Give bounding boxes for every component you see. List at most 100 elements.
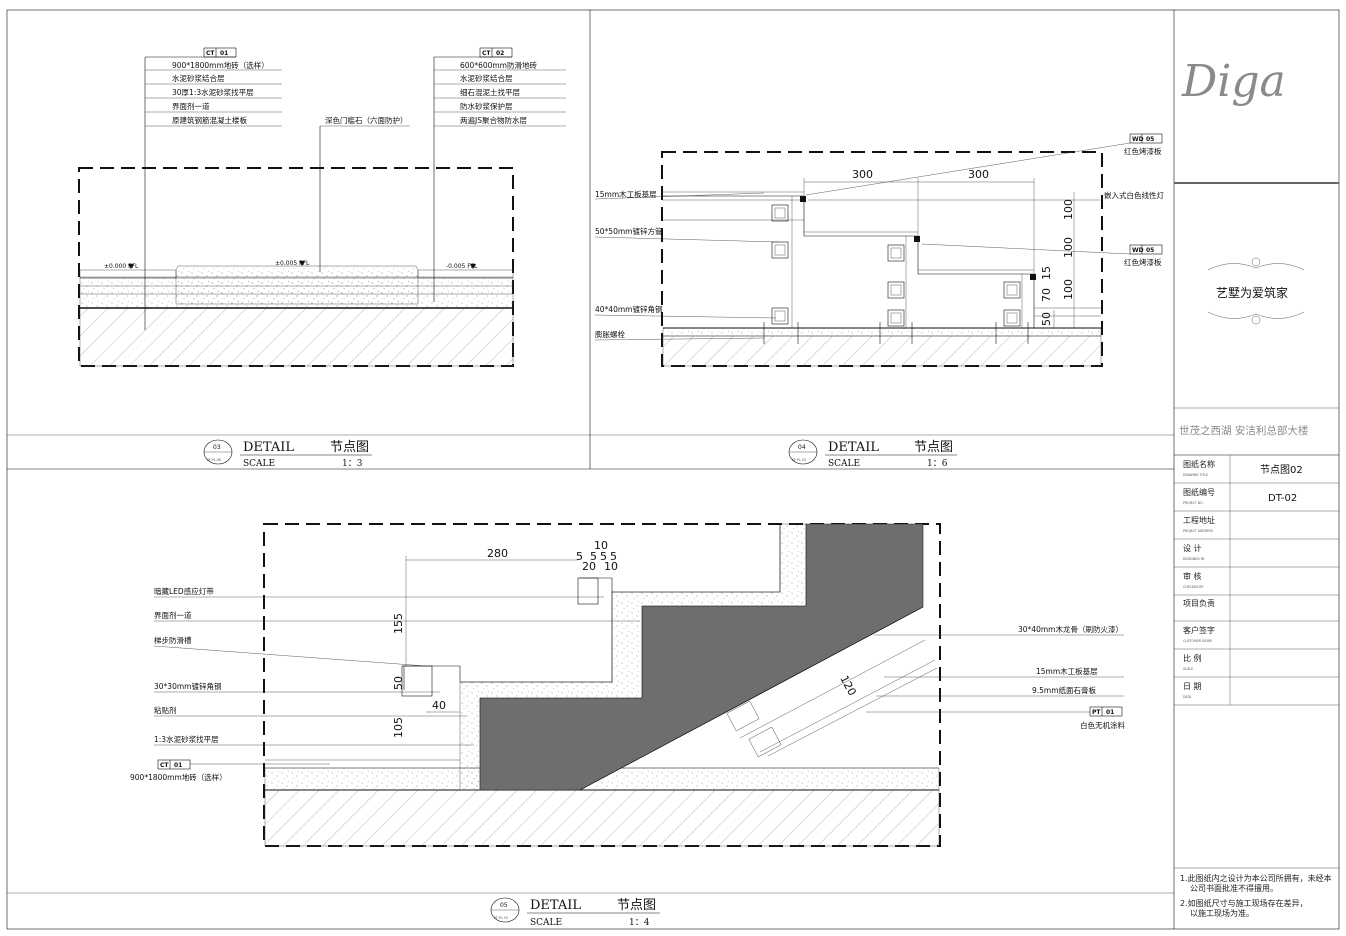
- material-tag-num: 02: [496, 50, 504, 57]
- row-sub: DRAWING TITLE: [1183, 473, 1208, 477]
- detail-cn: 节点图: [914, 440, 953, 455]
- material-tag: CT: [206, 50, 215, 57]
- row-label: 项目负责: [1183, 598, 1215, 608]
- material-tag: PT 01 白色无机涂料: [866, 706, 1125, 730]
- detail-title: 03 6F-PL-06 DETAIL 节点图 SCALE 1：3: [203, 439, 372, 469]
- callout-stack-left: CT 01 900*1800mm地砖（选样） 水泥砂浆结合层 30厚1:3水泥砂…: [144, 47, 282, 330]
- row-label: 客户签字: [1183, 625, 1215, 635]
- layer-label: 30厚1:3水泥砂浆找平层: [172, 87, 254, 97]
- row-sub: SCALE: [1183, 667, 1193, 671]
- dimension: 5: [600, 550, 607, 563]
- note: 以施工现场为准。: [1190, 908, 1254, 918]
- callout-label: 50*50mm镀锌方管: [595, 226, 663, 236]
- title-block: Diga 艺墅为爱筑家 世茂之西湖 安洁利总部大楼 图纸名称 DRAWING T…: [1174, 56, 1339, 918]
- project-name: 世茂之西湖 安洁利总部大楼: [1179, 424, 1309, 437]
- drawing-title-value: 节点图02: [1260, 464, 1303, 476]
- detail-ref: 6F-PL-06: [207, 458, 221, 462]
- dimension: 15: [1040, 266, 1053, 280]
- material-tag-label: 红色烤漆板: [1124, 257, 1162, 267]
- detail-ref: 6F-PL-03: [494, 916, 508, 920]
- detail-ref: 6F-PL-03: [792, 458, 806, 462]
- dimension: 300: [968, 168, 989, 181]
- ornament-icon: [1207, 257, 1305, 325]
- slogan: 艺墅为爱筑家: [1216, 285, 1288, 300]
- detail-04: 300 300 100 100 15 70 100 50 15mm木工板基层 5…: [594, 133, 1164, 469]
- callout-label: 15mm木工板基层: [595, 189, 657, 199]
- scale-value: 1：6: [927, 459, 948, 469]
- material-tag-code: WD: [1132, 247, 1144, 254]
- dimension: 100: [1062, 237, 1075, 258]
- material-tag-code: PT: [1092, 709, 1101, 716]
- callout-label: 30*40mm木龙骨（刷防火漆）: [1018, 624, 1123, 634]
- material-tag-num: 05: [1146, 136, 1154, 143]
- layer-label: 细石混泥土找平层: [460, 87, 520, 97]
- scale-word: SCALE: [530, 918, 562, 928]
- dimension: 50: [1040, 312, 1053, 326]
- material-tag-num: 01: [1106, 709, 1114, 716]
- threshold-label: 深色门槛石（六面防护）: [325, 115, 408, 125]
- dimension: 280: [487, 547, 508, 560]
- row-label: 工程地址: [1183, 515, 1215, 525]
- layer-label: 界面剂一道: [172, 101, 210, 111]
- dimension: 155: [392, 613, 405, 634]
- callout-label: 30*30mm镀锌角钢: [154, 681, 221, 691]
- material-tag-label: 900*1800mm地砖（选样）: [130, 772, 227, 782]
- row-label: 设 计: [1183, 543, 1202, 553]
- material-tag-label: 红色烤漆板: [1124, 146, 1162, 156]
- callout-label: 梯步防滑槽: [154, 635, 192, 645]
- dimension: 105: [392, 717, 405, 738]
- callout-label: 40*40mm镀锌角钢: [595, 304, 662, 314]
- row-sub: CUSTOMER SIGNS: [1183, 639, 1212, 643]
- dimension: 10: [594, 539, 608, 552]
- level-mark: ±0.005 FFL: [275, 260, 310, 267]
- material-tag: WD 05 红色烤漆板: [805, 133, 1163, 196]
- detail-cn: 节点图: [330, 440, 369, 455]
- layer-label: 原建筑钢筋混凝土楼板: [172, 115, 247, 125]
- layer-label: 两遍JS聚合物防水层: [460, 115, 527, 125]
- detail-number: 05: [500, 902, 508, 909]
- scale-value: 1：3: [342, 459, 363, 469]
- callout-label: 膨胀螺栓: [595, 329, 625, 339]
- detail-cn: 节点图: [617, 898, 656, 913]
- dimension: 300: [852, 168, 873, 181]
- scale-word: SCALE: [828, 459, 860, 469]
- material-tag-num: 01: [220, 50, 228, 57]
- layer-label: 900*1800mm地砖（选样）: [172, 60, 269, 70]
- dimension: 5: [576, 550, 583, 563]
- dimension: 5: [590, 550, 597, 563]
- dimension: 100: [1062, 279, 1075, 300]
- row-sub: PROJECT NO.: [1183, 501, 1204, 505]
- material-tag-num: 01: [174, 762, 182, 769]
- material-tag-code: WD: [1132, 136, 1144, 143]
- dimension: 40: [432, 699, 446, 712]
- callout-label: 暗藏LED感应灯带: [154, 586, 214, 596]
- callout-label: 嵌入式白色线性灯: [1104, 190, 1164, 200]
- material-tag-code: CT: [160, 762, 169, 769]
- detail-word: DETAIL: [243, 440, 294, 455]
- detail-title: 05 6F-PL-03 DETAIL 节点图 SCALE 1：4: [490, 897, 660, 928]
- row-label: 图纸名称: [1183, 459, 1215, 469]
- callout-label: 1:3水泥砂浆找平层: [154, 734, 219, 744]
- detail-word: DETAIL: [828, 440, 879, 455]
- dimension: 100: [1062, 199, 1075, 220]
- scale-word: SCALE: [243, 459, 275, 469]
- layer-label: 600*600mm防滑地砖: [460, 60, 537, 70]
- level-mark: -0.005 FFL: [446, 263, 478, 270]
- row-label: 图纸编号: [1183, 487, 1215, 497]
- row-sub: CHECKED BY: [1183, 585, 1203, 589]
- callout-stack-right: CT 02 600*600mm防滑地砖 水泥砂浆结合层 细石混泥土找平层 防水砂…: [433, 47, 566, 302]
- material-tag: CT: [482, 50, 491, 57]
- sheet-border: [6, 9, 1340, 930]
- material-tag-label: 白色无机涂料: [1080, 720, 1125, 730]
- note: 公司书面批准不得擅用。: [1190, 883, 1278, 893]
- row-sub: DESIGNED BY: [1183, 557, 1205, 561]
- detail-03: ±0.000 FFL ±0.005 FFL -0.005 FFL CT 01 9…: [78, 47, 566, 469]
- material-tag: WD 05 红色烤漆板: [921, 243, 1163, 267]
- detail-word: DETAIL: [530, 898, 581, 913]
- row-label: 比 例: [1183, 653, 1202, 663]
- material-tag: CT 01 900*1800mm地砖（选样）: [130, 759, 330, 782]
- row-sub: PROJECT ADDRESS: [1183, 529, 1213, 533]
- level-mark: ±0.000 FFL: [104, 263, 139, 270]
- dimension: 10: [604, 560, 618, 573]
- layer-label: 水泥砂浆结合层: [172, 73, 225, 83]
